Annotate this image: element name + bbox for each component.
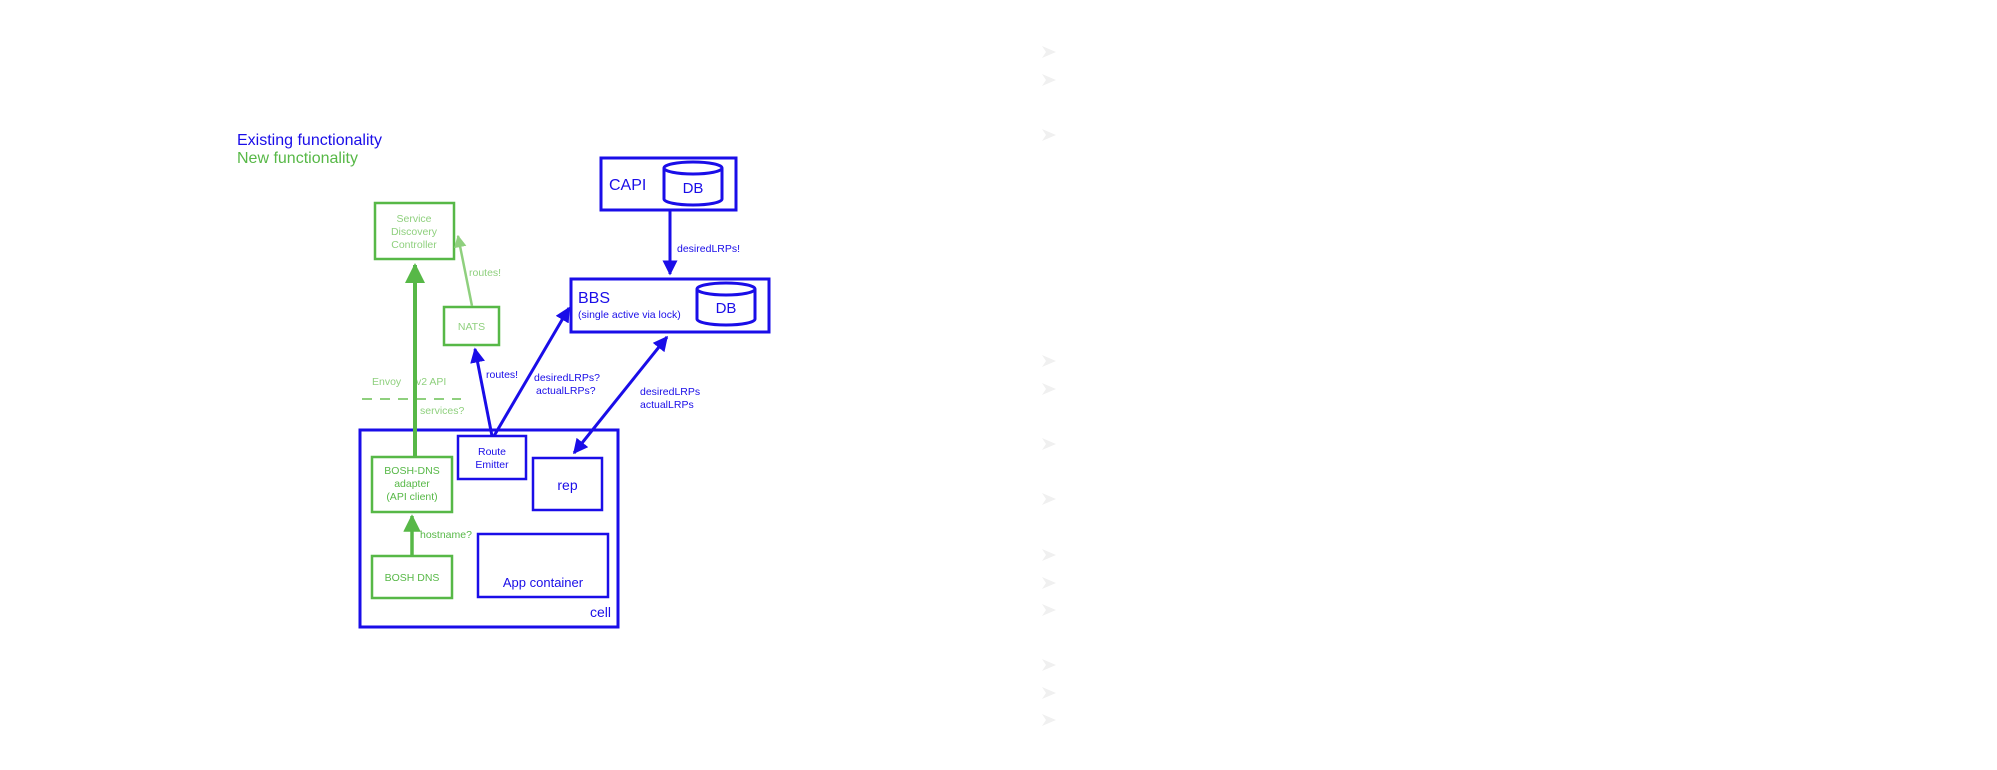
capi-to-bbs-label: desiredLRPs! — [677, 243, 740, 255]
bullet-icon — [1042, 659, 1056, 671]
adapter-line1: BOSH-DNS — [384, 465, 439, 477]
bosh-dns-to-adapter-label: hostname? — [420, 529, 472, 541]
route-emitter-to-bbs-label-2: actualLRPs? — [536, 385, 596, 397]
route-emitter-line1: Route — [478, 446, 506, 458]
rep-label: rep — [557, 477, 577, 493]
service-discovery-controller-node: Service Discovery Controller — [373, 201, 456, 261]
capi-label: CAPI — [609, 177, 646, 194]
adapter-line2: adapter — [394, 478, 430, 490]
bullet-icon — [1042, 687, 1056, 699]
bullet-icon — [1042, 355, 1056, 367]
capi-db-label: DB — [683, 180, 704, 197]
bbs-db-label: DB — [716, 300, 737, 317]
sdc-line2: Discovery — [391, 226, 438, 238]
legend-new: New functionality — [237, 150, 358, 167]
nats-to-sdc-label: routes! — [469, 267, 501, 279]
envoy-label: Envoy — [372, 376, 402, 388]
app-container-node: App container — [476, 532, 610, 599]
faint-bullet-markers — [1042, 46, 1056, 726]
bullet-icon — [1042, 493, 1056, 505]
nats-to-sdc-arrow — [454, 234, 474, 307]
route-emitter-to-nats-arrow — [470, 347, 494, 437]
adapter-line3: (API client) — [386, 491, 437, 503]
bbs-db-icon — [695, 281, 757, 327]
bullet-icon — [1042, 74, 1056, 86]
sdc-line3: Controller — [391, 239, 437, 251]
route-emitter-to-nats-label: routes! — [486, 369, 518, 381]
bullet-icon — [1042, 438, 1056, 450]
capi-db-icon — [662, 160, 724, 207]
bullet-icon — [1042, 549, 1056, 561]
bullet-icon — [1042, 577, 1056, 589]
bullet-icon — [1042, 129, 1056, 141]
adapter-to-sdc-label: services? — [420, 405, 465, 417]
legend-existing: Existing functionality — [237, 132, 382, 149]
bbs-rep-arrow — [572, 335, 669, 455]
bullet-icon — [1042, 383, 1056, 395]
bbs-rep-label-1: desiredLRPs — [640, 386, 700, 398]
bbs-node: BBS (single active via lock) DB — [569, 277, 771, 334]
route-emitter-node: Route Emitter — [456, 434, 528, 481]
rep-node: rep — [531, 456, 604, 512]
bullet-icon — [1042, 714, 1056, 726]
sdc-line1: Service — [396, 213, 431, 225]
bullet-icon — [1042, 604, 1056, 616]
cell-node: cell — [358, 428, 620, 629]
nats-label: NATS — [458, 321, 485, 333]
capi-node: CAPI DB — [599, 156, 738, 212]
bosh-dns-label: BOSH DNS — [385, 572, 440, 584]
nats-node: NATS — [442, 305, 501, 347]
bbs-label: BBS — [578, 290, 610, 307]
route-emitter-to-bbs-label-1: desiredLRPs? — [534, 372, 600, 384]
v2-api-label: v2 API — [416, 376, 446, 388]
bbs-sublabel: (single active via lock) — [578, 309, 681, 321]
route-emitter-to-bbs-arrow — [492, 306, 571, 437]
bosh-dns-node: BOSH DNS — [370, 554, 454, 600]
bbs-rep-label-2: actualLRPs — [640, 399, 694, 411]
bullet-icon — [1042, 46, 1056, 58]
route-emitter-line2: Emitter — [475, 459, 509, 471]
cell-label: cell — [590, 604, 611, 620]
bosh-dns-adapter-node: BOSH-DNS adapter (API client) — [370, 455, 454, 514]
app-container-label: App container — [503, 575, 584, 590]
